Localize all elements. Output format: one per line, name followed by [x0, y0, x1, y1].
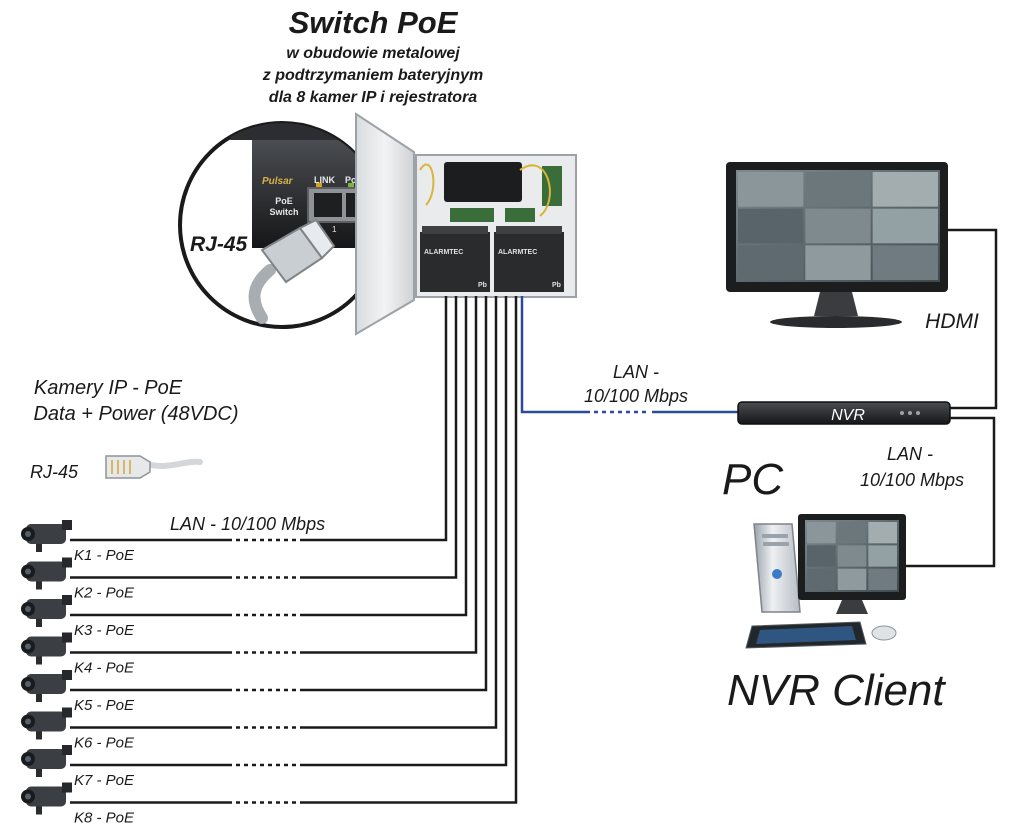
camera-cable-8	[70, 296, 518, 804]
inset-port-poe: PoE	[345, 175, 363, 185]
nvr-pc-link-label-1: LAN -	[887, 444, 933, 464]
cameras-rj45-label: RJ-45	[30, 462, 79, 482]
ip-camera-icon	[21, 745, 72, 777]
mouse-icon	[871, 625, 897, 641]
camera-view-tile	[807, 522, 836, 544]
inset-device-line-2: Switch	[269, 207, 298, 217]
cameras-header-line-2: Data + Power (48VDC)	[33, 403, 238, 425]
nvr-label: NVR	[831, 407, 865, 424]
camera-view-tile	[807, 545, 836, 567]
camera-view-tile	[807, 568, 836, 590]
ip-camera-icon	[21, 782, 72, 815]
camera-5: K5 - PoE	[21, 670, 135, 714]
battery-1	[420, 232, 490, 292]
battery-1-brand: ALARMTEC	[424, 249, 463, 256]
camera-1: K1 - PoE	[21, 520, 135, 564]
camera-cable-7	[70, 296, 508, 767]
camera-label-7: K7 - PoE	[74, 772, 135, 789]
ip-camera-icon	[21, 632, 72, 665]
hdmi-label: HDMI	[925, 310, 979, 333]
cameras-header-line-1: Kamery IP - PoE	[34, 377, 183, 399]
camera-cable-3	[70, 296, 468, 617]
camera-cable-6	[70, 296, 498, 729]
title-block: Switch PoE w obudowie metalowej z podtrz…	[262, 5, 484, 106]
camera-view-tile	[837, 522, 867, 544]
camera-view-tile	[868, 522, 897, 544]
cameras-lan-label: LAN - 10/100 Mbps	[170, 514, 325, 534]
title-line-2: z podtrzymaniem bateryjnym	[262, 67, 484, 84]
pc-monitor-camera-grid	[807, 522, 897, 590]
camera-view-tile	[805, 208, 871, 244]
inset-switch-closeup: Pulsar LINK PoE PoE Switch 1 RJ-45	[178, 121, 386, 329]
camera-8: K8 - PoE	[21, 782, 135, 827]
camera-label-3: K3 - PoE	[74, 622, 135, 639]
camera-label-5: K5 - PoE	[74, 697, 135, 714]
switch-nvr-link-label-1: LAN -	[613, 362, 659, 382]
camera-cable-5	[70, 296, 488, 692]
ip-camera-icon	[21, 707, 72, 740]
camera-view-tile	[868, 545, 897, 567]
title-main: Switch PoE	[289, 5, 459, 40]
cameras-header: Kamery IP - PoE Data + Power (48VDC) RJ-…	[30, 377, 325, 534]
camera-view-tile	[805, 172, 871, 207]
camera-6: K6 - PoE	[21, 707, 135, 752]
nvr-pc-link: LAN - 10/100 Mbps	[860, 416, 996, 568]
battery-2-mark: Pb	[552, 282, 561, 289]
switch-module	[444, 162, 522, 202]
ip-camera-icon	[21, 670, 72, 702]
camera-4: K4 - PoE	[21, 632, 135, 677]
battery-1-mark: Pb	[478, 282, 487, 289]
camera-view-tile	[837, 545, 867, 567]
camera-7: K7 - PoE	[21, 745, 135, 789]
camera-view-tile	[738, 208, 804, 244]
camera-view-tile	[738, 172, 804, 207]
camera-cable-2	[70, 296, 458, 579]
pc-workstation	[745, 514, 906, 649]
rj45-plug-icon	[105, 455, 203, 479]
camera-view-tile	[805, 245, 871, 280]
hdmi-link: HDMI	[925, 228, 998, 410]
camera-view-tile	[868, 568, 897, 590]
camera-cables	[70, 296, 518, 804]
enclosure-door	[355, 112, 415, 336]
inset-brand: Pulsar	[262, 176, 294, 187]
switch-nvr-link-label-2: 10/100 Mbps	[584, 386, 688, 406]
ip-camera-icon	[21, 520, 72, 552]
camera-2: K2 - PoE	[21, 557, 135, 602]
camera-label-2: K2 - PoE	[74, 585, 135, 602]
battery-2	[494, 232, 564, 292]
camera-view-tile	[738, 245, 804, 280]
camera-label-8: K8 - PoE	[74, 810, 135, 827]
switch-nvr-link: LAN - 10/100 Mbps	[520, 296, 740, 414]
camera-view-tile	[872, 172, 938, 207]
inset-device-line-1: PoE	[275, 196, 293, 206]
camera-cable-4	[70, 296, 478, 654]
camera-view-tile	[837, 568, 867, 590]
nvr-client-label: NVR Client	[727, 666, 946, 715]
ip-camera-icon	[21, 595, 72, 627]
camera-cable-1	[70, 296, 448, 542]
pc-label: PC	[722, 455, 784, 504]
inset-port-link: LINK	[314, 175, 335, 185]
camera-label-4: K4 - PoE	[74, 660, 135, 677]
camera-label-1: K1 - PoE	[74, 547, 135, 564]
monitor	[726, 162, 948, 328]
ip-camera-icon	[21, 557, 72, 590]
camera-list: K1 - PoE K2 - PoE K3 - PoE K4 - PoE K5 - PoE…	[21, 520, 135, 827]
title-line-3: dla 8 kamer IP i rejestratora	[269, 89, 478, 106]
camera-view-tile	[872, 208, 938, 244]
inset-rj45-label: RJ-45	[190, 233, 248, 256]
nvr-pc-link-label-2: 10/100 Mbps	[860, 470, 964, 490]
camera-3: K3 - PoE	[21, 595, 135, 639]
monitor-camera-grid	[738, 172, 938, 280]
camera-view-tile	[872, 245, 938, 280]
battery-2-brand: ALARMTEC	[498, 249, 537, 256]
inset-port-number: 1	[332, 225, 337, 234]
nvr-device: NVR	[737, 401, 951, 425]
camera-label-6: K6 - PoE	[74, 735, 135, 752]
poe-switch-enclosure: ALARMTEC ALARMTEC Pb Pb	[355, 112, 577, 336]
title-line-1: w obudowie metalowej	[286, 45, 460, 62]
